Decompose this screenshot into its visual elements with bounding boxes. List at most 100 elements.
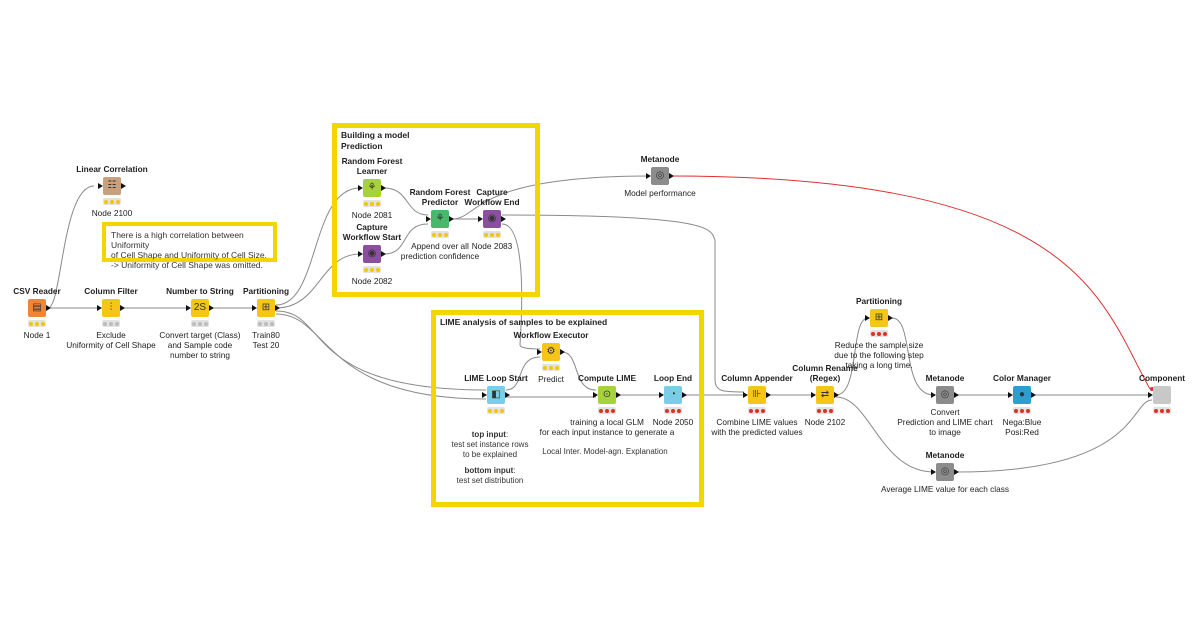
input-port[interactable] [811,392,816,398]
input-port[interactable] [931,392,936,398]
node-icon[interactable]: ◔ [659,386,687,404]
input-port[interactable] [646,173,651,179]
output-port[interactable] [1031,392,1036,398]
input-port[interactable] [358,251,363,257]
output-port[interactable] [954,392,959,398]
node-glyph-icon: ◎ [940,466,950,477]
node-icon[interactable]: ◎ [931,386,959,404]
node-workflow-executor[interactable]: Workflow Executor⚙Predict [481,330,621,384]
output-port[interactable] [669,173,674,179]
input-port[interactable] [186,305,191,311]
node-icon[interactable]: ⇄ [811,386,839,404]
input-port[interactable] [482,392,487,398]
node-partitioning-1[interactable]: Partitioning⊞Train80 Test 20 [196,286,336,350]
node-icon[interactable]: ◎ [931,463,959,481]
output-port[interactable] [834,392,839,398]
node-component[interactable]: Component [1092,373,1200,417]
input-port[interactable] [358,185,363,191]
node-csv-reader[interactable]: CSV Reader▤Node 1 [0,286,107,340]
node-icon[interactable]: 2S [186,299,214,317]
node-icon[interactable]: ◉ [358,245,386,263]
output-port[interactable] [381,251,386,257]
status-light [494,408,498,413]
node-rf-predictor[interactable]: Random Forest Predictor⚘Append over all … [370,187,510,261]
output-port[interactable] [505,392,510,398]
node-icon[interactable] [1148,386,1171,404]
input-port[interactable] [743,392,748,398]
output-port[interactable] [449,216,454,222]
input-port[interactable] [537,349,542,355]
node-metanode-performance[interactable]: Metanode◎Model performance [590,154,730,198]
node-column-filter[interactable]: Column Filter⫶Exclude Uniformity of Cell… [41,286,181,350]
output-port[interactable] [888,315,893,321]
node-icon[interactable]: ☷ [98,177,126,195]
top-input-head: top input [471,430,506,439]
node-glyph-icon: ◉ [487,213,497,224]
input-port[interactable] [426,216,431,222]
node-column-rename[interactable]: Column Rename (Regex)⇄Node 2102 [755,363,895,427]
node-metanode-average[interactable]: Metanode◎Average LIME value for each cla… [875,450,1015,494]
output-port[interactable] [616,392,621,398]
input-port[interactable] [1008,392,1013,398]
output-port[interactable] [766,392,771,398]
node-icon[interactable]: ⚙ [537,343,565,361]
node-metanode-convert[interactable]: Metanode◎Convert Prediction and LIME cha… [875,373,1015,437]
node-compute-lime[interactable]: Compute LIME⊙training a local GLM for ea… [537,373,677,437]
output-port[interactable] [275,305,280,311]
node-icon[interactable]: ⊙ [593,386,621,404]
node-icon[interactable]: ◎ [646,167,674,185]
output-port[interactable] [381,185,386,191]
input-port[interactable] [97,305,102,311]
node-title: Color Manager [992,373,1052,383]
output-port[interactable] [954,469,959,475]
input-port[interactable] [659,392,664,398]
input-port[interactable] [1148,392,1153,398]
output-port[interactable] [560,349,565,355]
node-capture-end[interactable]: Capture Workflow End◉Node 2083 [422,187,562,251]
node-icon[interactable]: ⊞ [252,299,280,317]
input-port[interactable] [478,216,483,222]
node-icon[interactable]: ▤ [28,299,51,317]
node-icon[interactable]: ⊪ [743,386,771,404]
node-icon[interactable]: ⚘ [426,210,454,228]
output-port[interactable] [682,392,687,398]
node-icon[interactable]: ⫶ [97,299,125,317]
node-label: Exclude Uniformity of Cell Shape [66,330,156,350]
node-label: Combine LIME values with the predicted v… [711,417,803,437]
node-color-manager[interactable]: Color Manager●Nega:Blue Posi:Red [952,373,1092,437]
input-port[interactable] [931,469,936,475]
input-port[interactable] [98,183,103,189]
output-port[interactable] [501,216,506,222]
node-rf-learner[interactable]: Random Forest Learner⚘Node 2081 [302,156,442,220]
output-port[interactable] [120,305,125,311]
node-icon[interactable]: ● [1008,386,1036,404]
node-capture-start[interactable]: Capture Workflow Start◉Node 2082 [302,222,442,286]
output-port[interactable] [121,183,126,189]
node-title: LIME Loop Start [464,373,528,383]
node-lime-loop-start[interactable]: LIME Loop Start ◧ [426,373,566,417]
output-port[interactable] [209,305,214,311]
node-title: Capture Workflow End [464,187,520,207]
status-light [270,321,274,326]
input-port[interactable] [865,315,870,321]
node-icon[interactable]: ⚘ [358,179,386,197]
node-icon[interactable]: ◉ [478,210,506,228]
node-icon[interactable]: ◧ [482,386,510,404]
status-light [749,408,753,413]
input-port[interactable] [593,392,598,398]
input-port[interactable] [252,305,257,311]
node-icon[interactable]: ⊞ [865,309,893,327]
node-title: Loop End [653,373,693,383]
status-light [258,321,262,326]
node-linear-correlation[interactable]: Linear Correlation☷Node 2100 [42,164,182,218]
status-light [364,201,368,206]
node-column-appender[interactable]: Column Appender⊪Combine LIME values with… [687,373,827,437]
output-port[interactable] [46,305,51,311]
node-status-indicator [748,407,766,414]
bottom-input-desc: : test set distribution [456,466,524,485]
node-partitioning-2[interactable]: Partitioning⊞Reduce the sample size due … [809,296,949,370]
status-light [549,365,553,370]
node-label: Node 2050 [652,417,694,427]
node-loop-end[interactable]: Loop End ◔ Node 2050 [603,373,743,427]
